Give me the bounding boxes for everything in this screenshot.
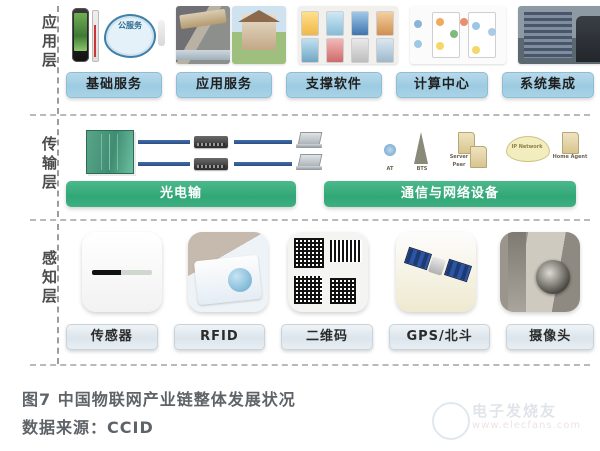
application-service-artwork (176, 6, 288, 64)
label-ip-network: IP Network (511, 144, 543, 150)
label-sensor[interactable]: 传感器 (66, 324, 158, 350)
label-rfid[interactable]: RFID (173, 324, 266, 350)
solar-panel (403, 246, 433, 271)
layer-label-sensing: 感知层 (40, 250, 58, 307)
link-line (234, 140, 292, 144)
road-photo (176, 6, 230, 64)
label-basic-service[interactable]: 基础服务 (66, 72, 162, 98)
solar-panel (443, 258, 473, 283)
datamatrix-glyph (330, 278, 356, 304)
watermark-url: www.elecfans.com (472, 420, 582, 431)
link-line (138, 162, 190, 166)
label-column-divider-3 (57, 224, 59, 364)
cloud-label: 公服务 (118, 21, 142, 30)
layer-separator-2 (30, 219, 590, 221)
label-peer: Peer (452, 162, 466, 168)
label-camera[interactable]: 摄像头 (506, 324, 595, 350)
house-photo (232, 6, 286, 64)
phone-screen (74, 13, 87, 51)
bar-optical-transmission[interactable]: 光电输 (66, 181, 296, 207)
laptop-icon (296, 154, 323, 170)
bts-tower-icon (414, 132, 428, 164)
watermark-logo-icon (432, 402, 470, 440)
cloud-icon: 公服务 (104, 14, 156, 58)
label-gps-beidou[interactable]: GPS/北斗 (388, 324, 491, 350)
watermark: 电子发烧友 www.elecfans.com (432, 398, 592, 442)
qr-code-glyph (294, 276, 322, 304)
label-qr-code[interactable]: 二维码 (281, 324, 373, 350)
rfid-card-photo (188, 232, 268, 312)
ip-network-cloud-icon (506, 136, 550, 162)
telecom-network-diagram: AT BTS Server Peer IP Network Home Agent (366, 128, 594, 176)
network-switch-icon (194, 136, 228, 148)
server-room-photo (518, 6, 600, 64)
icon-grid (300, 10, 396, 64)
transmission-layer-artwork: AT BTS Server Peer IP Network Home Agent (66, 128, 594, 176)
marker-icon (158, 20, 165, 46)
figure-caption-title: 图7 中国物联网产业链整体发展状况 (22, 390, 296, 409)
label-column-divider-2 (57, 119, 59, 217)
transmission-layer-labels: 光电输 通信与网络设备 (66, 181, 594, 207)
application-layer-artwork: 公服务 (66, 6, 600, 66)
label-home-agent: Home Agent (552, 154, 588, 160)
software-icon-grid (298, 6, 398, 64)
thermometer-icon (92, 10, 99, 62)
system-integration-artwork (518, 6, 600, 64)
label-column-divider-1 (57, 6, 59, 114)
label-computing-center[interactable]: 计算中心 (395, 72, 488, 98)
label-at: AT (386, 166, 394, 172)
compute-node-diagram (410, 6, 506, 64)
computing-center-artwork (410, 6, 506, 64)
application-layer-labels: 基础服务 应用服务 支撑软件 计算中心 系统集成 (66, 72, 594, 98)
label-bts: BTS (416, 166, 428, 172)
layer-label-application: 应用层 (40, 14, 58, 71)
sensor-photo (82, 232, 162, 312)
server-cabinet-icon (86, 130, 134, 174)
label-support-software[interactable]: 支撑软件 (285, 72, 382, 98)
qr-code-photo (288, 232, 368, 312)
satellite-photo (396, 232, 476, 312)
peer-node-icon (470, 146, 487, 168)
sensing-layer-labels: 传感器 RFID 二维码 GPS/北斗 摄像头 (66, 324, 595, 350)
network-switch-icon (194, 158, 228, 170)
link-line (138, 140, 190, 144)
laptop-icon (296, 132, 323, 148)
label-system-integration[interactable]: 系统集成 (501, 72, 594, 98)
bar-communication-network-equipment[interactable]: 通信与网络设备 (324, 181, 576, 207)
watermark-brand: 电子发烧友 (472, 402, 558, 420)
figure-caption-source: 数据来源：CCID (22, 418, 154, 437)
home-agent-icon (562, 132, 579, 154)
smartphone-icon (72, 8, 89, 62)
link-line (234, 162, 292, 166)
basic-service-artwork: 公服务 (66, 6, 170, 64)
terminal-icon (384, 144, 396, 156)
barcode-glyph (330, 240, 362, 262)
layer-label-transmission: 传输层 (40, 136, 58, 193)
cctv-camera-photo (500, 232, 580, 312)
label-server: Server (449, 154, 469, 160)
layer-separator-1 (30, 114, 590, 116)
label-application-service[interactable]: 应用服务 (175, 72, 272, 98)
sensing-layer-artwork (66, 232, 594, 312)
support-software-artwork (298, 6, 398, 64)
layer-separator-3 (30, 364, 590, 366)
qr-code-glyph (294, 238, 324, 268)
